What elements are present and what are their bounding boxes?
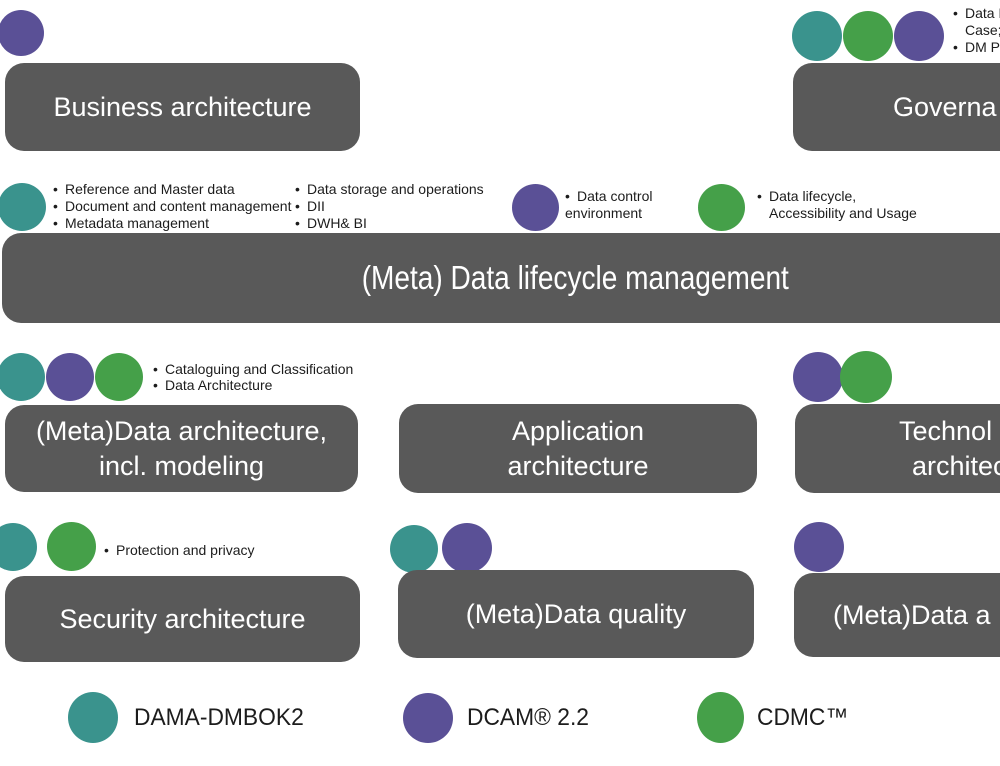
metadata-quality-box: (Meta)Data quality (398, 570, 754, 658)
security-architecture-label: Security architecture (59, 603, 306, 634)
cdmc-dot (840, 351, 892, 403)
note-line: DWH& BI (294, 215, 484, 232)
note-line: Data storage and operations (294, 181, 484, 198)
cdmc-dot (47, 522, 96, 571)
technology-architecture-label-line2: architec (912, 450, 1000, 481)
dcam-dot (0, 10, 44, 56)
data-lifecycle-management-label-wrap: (Meta) Data lifecycle management (0, 233, 1000, 323)
dama-dot (0, 353, 45, 401)
cdmc-dot (843, 11, 893, 61)
note-line: Case; (965, 22, 1000, 38)
governance-box (793, 63, 1000, 151)
dcam-dot (894, 11, 944, 61)
note-line: Data Architecture (152, 377, 353, 393)
dama-dot (390, 525, 438, 573)
technology-architecture-label-line1: Technol (899, 415, 993, 446)
technology-architecture-label-wrap: Technol architec (795, 404, 1000, 493)
data-lifecycle-management-label: (Meta) Data lifecycle management (361, 259, 789, 296)
dama-dot (0, 183, 46, 231)
note-line: Data M (952, 5, 1000, 22)
governance-label: Governa (893, 91, 997, 122)
data-architecture-notes: Cataloguing and Classification Data Arch… (152, 361, 353, 393)
legend-dama-label: DAMA-DMBOK2 (134, 703, 304, 731)
note-line: Document and content management (52, 198, 291, 215)
note-line: Reference and Master data (52, 181, 291, 198)
note-line: DM Pr (952, 39, 1000, 56)
application-architecture-box: Application architecture (399, 404, 757, 493)
lifecycle-dcam-notes: Data control environment (564, 188, 652, 222)
note-line: DII (294, 198, 484, 215)
application-architecture-label-line2: architecture (507, 450, 649, 481)
metadata-a-label: (Meta)Data a (833, 599, 991, 630)
note-line: environment (565, 205, 643, 221)
cdmc-dot (95, 353, 143, 401)
note-line: Cataloguing and Classification (152, 361, 353, 377)
dcam-dot (793, 352, 843, 402)
legend-dcam-label: DCAM® 2.2 (467, 704, 589, 731)
business-architecture-label: Business architecture (53, 91, 312, 122)
metadata-architecture-label-line2: incl. modeling (98, 450, 265, 481)
dama-dot (792, 11, 842, 61)
metadata-architecture-label-line1: (Meta)Data architecture, (35, 415, 328, 446)
technology-architecture-box (795, 404, 1000, 493)
dcam-dot (794, 522, 844, 572)
cdmc-dot (698, 184, 745, 231)
legend-dcam-dot (403, 693, 453, 743)
dcam-dot (46, 353, 94, 401)
note-line: Accessibility and Usage (769, 205, 917, 221)
note-line: Protection and privacy (103, 542, 255, 559)
security-notes: Protection and privacy (103, 542, 255, 559)
metadata-architecture-box: (Meta)Data architecture, incl. modeling (5, 405, 358, 492)
lifecycle-dama-notes-col2: Data storage and operations DII DWH& BI (294, 181, 484, 232)
application-architecture-label-line1: Application (511, 415, 645, 446)
lifecycle-cdmc-notes: Data lifecycle, Accessibility and Usage (756, 188, 917, 222)
governance-notes: Data M Case; DM Pr (952, 5, 1000, 56)
note-line: Data lifecycle, (756, 188, 917, 205)
business-architecture-box: Business architecture (5, 63, 360, 151)
legend-cdmc-label: CDMC™ (757, 703, 849, 731)
metadata-a-box (794, 573, 1000, 657)
dcam-dot (512, 184, 559, 231)
legend-cdmc-dot (697, 692, 744, 743)
metadata-quality-label: (Meta)Data quality (465, 598, 687, 629)
note-line: Metadata management (52, 215, 291, 232)
security-architecture-box: Security architecture (5, 576, 360, 662)
lifecycle-dama-notes-col1: Reference and Master data Document and c… (52, 181, 291, 232)
legend-dama-dot (68, 692, 118, 743)
data-lifecycle-management-box (2, 233, 1000, 323)
dama-dot (0, 523, 37, 571)
note-line: Data control (564, 188, 652, 205)
dcam-dot (442, 523, 492, 573)
